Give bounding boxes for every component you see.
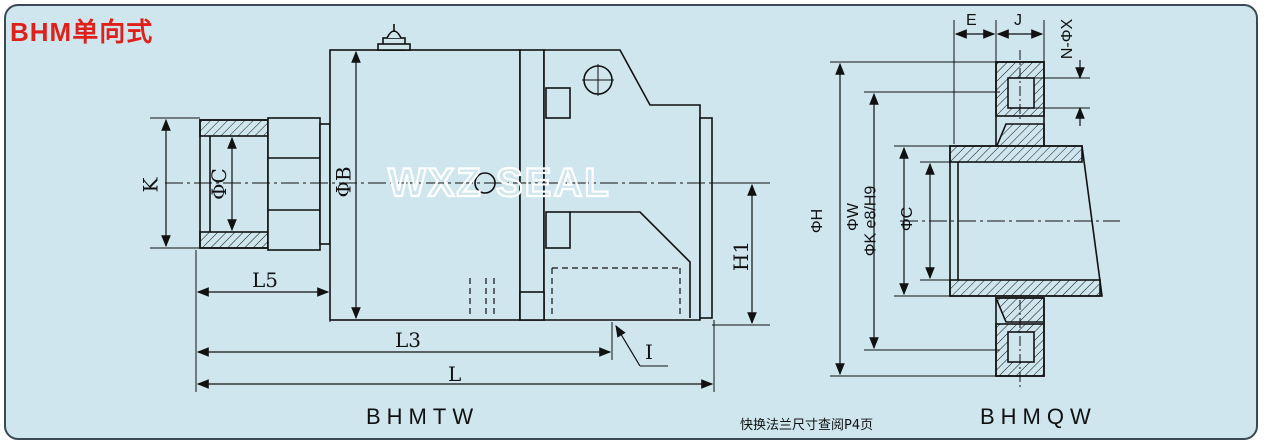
- main-body: [329, 24, 545, 321]
- dim-l3-label: L3: [395, 328, 422, 352]
- dim-h1-label: H1: [729, 240, 754, 272]
- watermark-text: WXZ SEAL: [388, 161, 611, 205]
- dim-phi-c-label: ΦC: [206, 168, 231, 200]
- dim-phi-w-label: ΦW: [844, 203, 862, 231]
- dim-e-label: E: [966, 12, 977, 29]
- dim-l5-label: L5: [252, 268, 279, 292]
- housing: [469, 49, 713, 321]
- bhmqw-view: [830, 20, 1120, 390]
- dim-l-label: L: [448, 362, 462, 386]
- bhmtw-view: [150, 24, 770, 392]
- dim-i-label: I: [645, 340, 653, 364]
- dim-k-label: K: [138, 177, 163, 193]
- dim-phi-h-label: ΦH: [809, 208, 827, 234]
- flange-note: 快换法兰尺寸查阅P4页: [740, 418, 874, 433]
- hex-nut: [267, 117, 331, 251]
- dim-phi-c-right-label: ΦC: [899, 206, 917, 232]
- bhmtw-caption: BHMTW: [366, 404, 480, 429]
- dim-n-phi-x-label: N-ΦX: [1059, 18, 1077, 60]
- bhmqw-caption: BHMQW: [980, 404, 1097, 429]
- page-title: BHM单向式: [10, 17, 154, 47]
- dim-j-label: J: [1014, 12, 1022, 29]
- dim-phi-b-label: ΦB: [331, 166, 356, 198]
- dim-phi-k-label: ΦK e8/H9: [862, 185, 880, 257]
